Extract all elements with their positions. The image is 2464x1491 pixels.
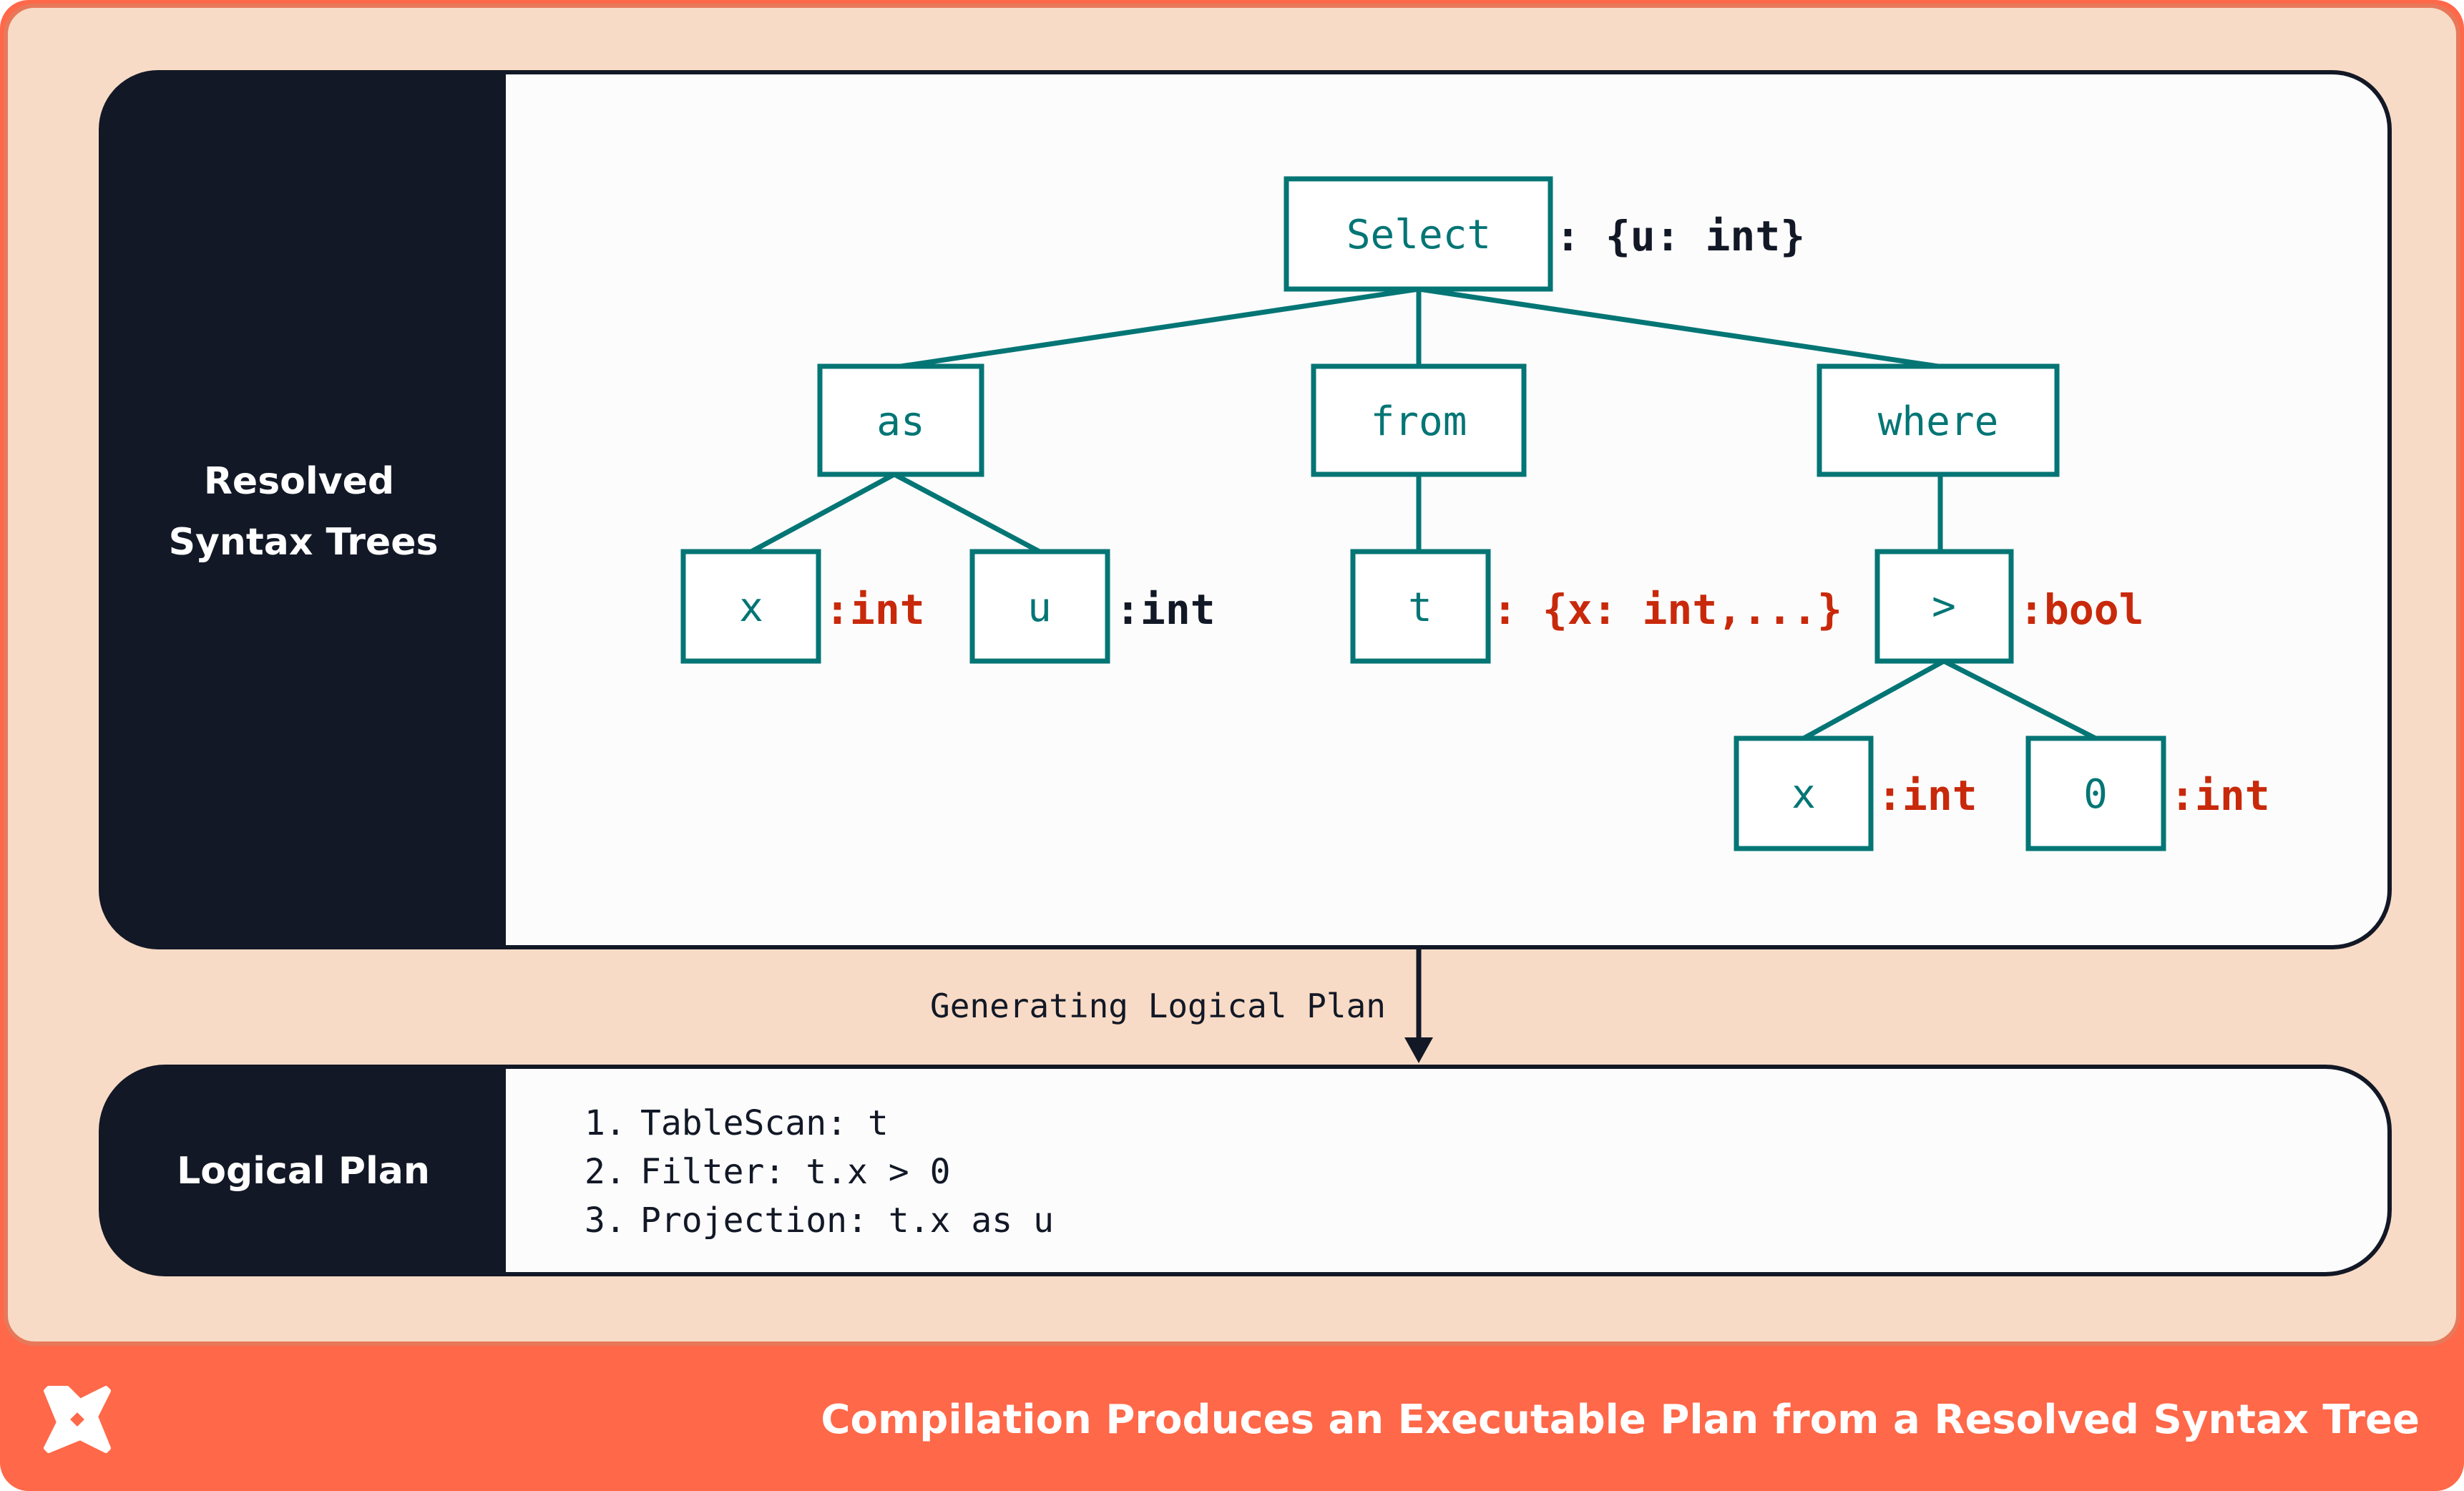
node-as-x: x [680,549,821,664]
node-from: from [1311,363,1527,477]
node-label: x [739,585,763,631]
logical-plan-panel: Logical Plan 1. TableScan: t 2. Filter: … [99,1065,2392,1276]
node-as-u: u [969,549,1110,664]
plan-step-number: 3. [585,1201,626,1241]
footer: Compilation Produces an Executable Plan … [44,1386,2420,1453]
node-label: as [876,399,924,445]
node-gt-x: x [1734,735,1874,851]
where-gt-type: :bool [2019,585,2144,634]
edge-select-where [1418,286,1939,369]
bottom-panel-label: Logical Plan [177,1150,430,1193]
node-from-t: t [1350,549,1491,664]
node-label: > [1932,583,1956,630]
node-as: as [817,363,984,477]
edge-gt-x [1802,658,1945,741]
top-panel-sidebar [101,72,506,947]
node-label: t [1408,585,1432,631]
node-where-gt: > [1874,549,2014,664]
plan-step-text: Projection: t.x as u [640,1201,1054,1241]
from-t-type: : {x: int,...} [1492,585,1842,634]
node-label: x [1791,771,1816,818]
as-x-type: :int [825,585,925,634]
plan-step-number: 2. [585,1152,626,1192]
node-label: from [1371,399,1467,445]
node-label: 0 [2083,771,2108,818]
node-gt-0: 0 [2025,735,2166,851]
arrow-head-icon [1404,1037,1433,1063]
gt-x-type: :int [1877,771,1977,820]
edge-select-as [900,286,1419,369]
bottom-panel-sidebar [101,1067,506,1274]
edge-as-u [893,471,1041,554]
top-panel-label-line1: Resolved [204,460,394,503]
generating-plan-arrow: Generating Logical Plan [930,947,1433,1063]
plan-step-number: 1. [585,1103,626,1143]
node-select: Select [1284,176,1553,292]
top-panel-label-line2: Syntax Trees [169,521,439,564]
select-type: : {u: int} [1555,212,1805,260]
edge-as-x [750,471,896,554]
dbt-logo-icon [44,1386,111,1453]
plan-step-text: Filter: t.x > 0 [640,1152,950,1192]
footer-caption: Compilation Produces an Executable Plan … [821,1397,2420,1443]
node-where: where [1817,363,2060,477]
gt-0-type: :int [2170,771,2270,820]
resolved-syntax-trees-panel: Resolved Syntax Trees Select : {u: int} … [99,70,2392,949]
as-u-type: :int [1115,585,1216,634]
plan-step-text: TableScan: t [640,1103,889,1143]
node-label: u [1027,585,1052,631]
tree-edges [750,286,2097,741]
node-label: Select [1346,212,1491,258]
plan-steps: 1. TableScan: t 2. Filter: t.x > 0 3. Pr… [585,1103,1054,1241]
node-label: where [1878,399,1999,445]
arrow-label: Generating Logical Plan [930,987,1386,1025]
edge-gt-0 [1942,658,2097,741]
